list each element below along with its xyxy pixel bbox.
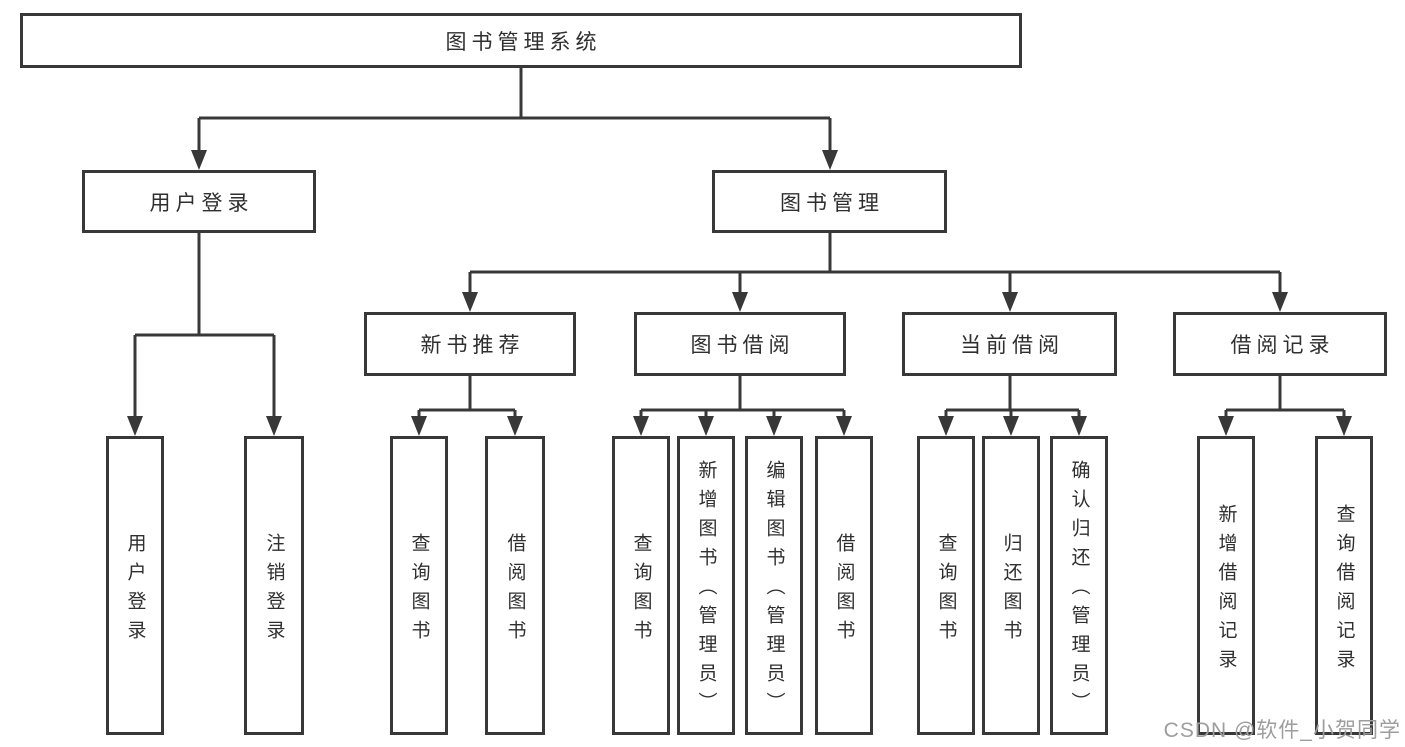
node-label: 查询图书 [935,532,957,649]
node-label: 借阅记录 [1230,334,1335,357]
leaf-bb-edit-books-admin: 编辑图书（管理员） [745,436,803,735]
node-label: 图书管理系统 [445,30,602,54]
leaf-cb-confirm-return-admin: 确认归还（管理员） [1050,436,1108,735]
leaf-nbr-query-books: 查询图书 [390,436,448,735]
node-library-management-system: 图书管理系统 [20,13,1022,68]
node-label: 图书借阅 [690,334,795,357]
leaf-logout: 注销登录 [244,436,304,735]
node-label: 归还图书 [1000,532,1022,649]
leaf-user-login: 用户登录 [106,436,164,735]
node-borrowing-records: 借阅记录 [1173,312,1387,376]
node-label: 图书管理 [780,191,884,215]
node-book-management: 图书管理 [712,170,947,233]
node-label: 用户登录 [149,191,254,215]
leaf-bb-query-books: 查询图书 [612,436,670,735]
node-current-borrowing: 当前借阅 [902,312,1117,376]
node-new-book-recommendation: 新书推荐 [364,312,576,376]
node-label: 查询借阅记录 [1333,503,1355,678]
node-label: 借阅图书 [504,532,526,649]
node-label: 确认归还（管理员） [1068,460,1090,721]
node-label: 新增借阅记录 [1215,503,1237,678]
leaf-cb-query-books: 查询图书 [917,436,975,735]
node-book-borrowing: 图书借阅 [634,312,846,376]
node-user-login: 用户登录 [82,170,316,233]
leaf-bb-add-books-admin: 新增图书（管理员） [677,436,735,735]
node-label: 新增图书（管理员） [695,460,717,721]
leaf-br-query-record: 查询借阅记录 [1315,436,1373,735]
csdn-watermark: CSDN @软件_小贺同学 [1163,719,1401,742]
node-label: 查询图书 [630,532,652,649]
node-label: 编辑图书（管理员） [763,460,785,721]
node-label: 注销登录 [263,532,285,649]
leaf-cb-return-books: 归还图书 [982,436,1040,735]
leaf-br-add-record: 新增借阅记录 [1197,436,1255,735]
node-label: 用户登录 [124,532,146,649]
leaf-bb-borrow-books: 借阅图书 [815,436,873,735]
leaf-nbr-borrow-books: 借阅图书 [485,436,545,735]
node-label: 当前借阅 [960,334,1064,357]
node-label: 新书推荐 [420,334,525,357]
node-label: 查询图书 [408,532,430,649]
node-label: 借阅图书 [833,532,855,649]
